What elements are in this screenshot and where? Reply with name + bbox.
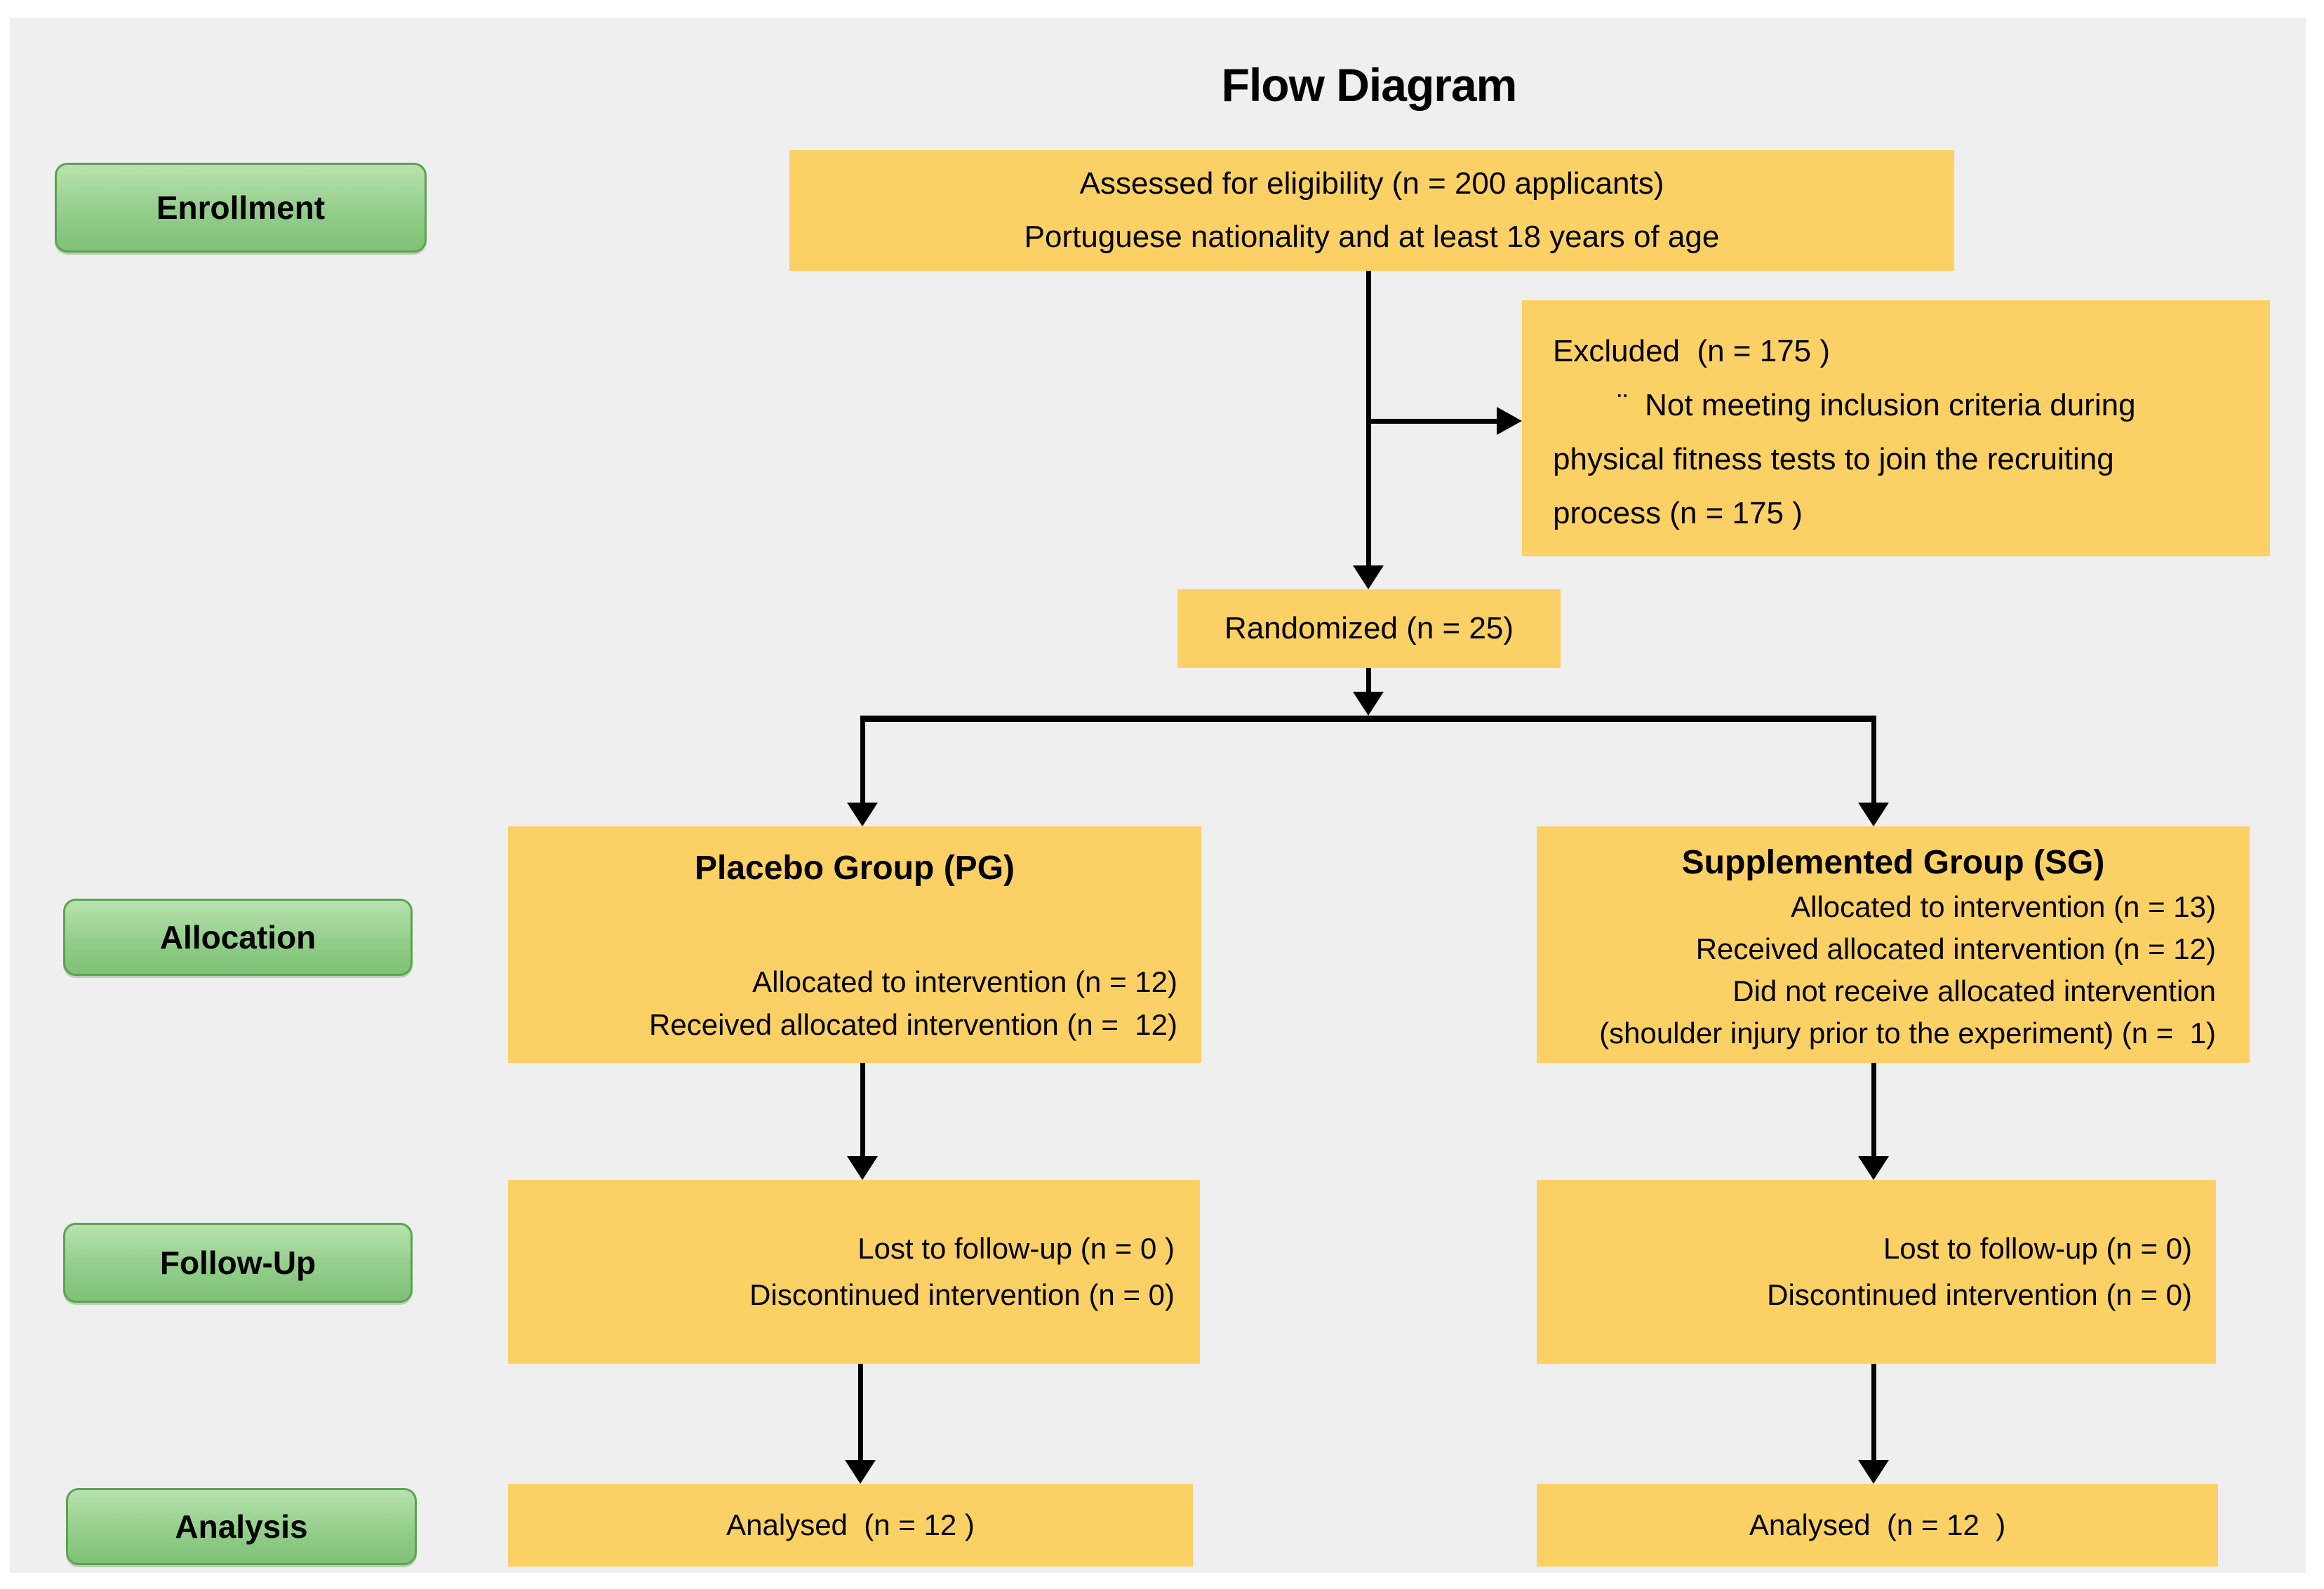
- arrowhead-into-branch: [1353, 692, 1384, 716]
- supplemented-line-2: Received allocated intervention (n = 12): [1695, 932, 2216, 965]
- connector-randomized-to-branch: [1366, 668, 1371, 695]
- excluded-line-4: process (n = 175 ): [1553, 496, 1803, 530]
- supplemented-followup-line-2: Discontinued intervention (n = 0): [1767, 1278, 2192, 1311]
- arrowhead-into-excluded: [1497, 407, 1522, 435]
- box-placebo-group: Placebo Group (PG) Allocated to interven…: [508, 826, 1201, 1063]
- excluded-line-3: physical fitness tests to join the recru…: [1553, 442, 2114, 476]
- box-excluded: Excluded (n = 175 ) ¨ Not meeting inclus…: [1522, 300, 2270, 556]
- excluded-line-2: ¨ Not meeting inclusion criteria during: [1617, 388, 2136, 422]
- arrowhead-into-placebo: [847, 803, 878, 826]
- box-placebo-analysis: Analysed (n = 12 ): [508, 1484, 1193, 1567]
- arrowhead-into-randomized: [1353, 565, 1384, 589]
- supplemented-line-1: Allocated to intervention (n = 13): [1791, 890, 2216, 923]
- connector-placebo-followup-to-analysis: [858, 1364, 863, 1462]
- supplemented-analysis-text: Analysed (n = 12 ): [1749, 1508, 2006, 1541]
- stage-label-allocation-text: Allocation: [159, 919, 316, 956]
- stage-label-followup: Follow-Up: [63, 1223, 413, 1303]
- arrowhead-into-supplemented: [1858, 803, 1889, 826]
- page-title: Flow Diagram: [1221, 59, 1518, 111]
- arrowhead-into-placebo-analysis: [845, 1460, 876, 1484]
- assessed-line-1: Assessed for eligibility (n = 200 applic…: [1079, 166, 1664, 201]
- box-randomized: Randomized (n = 25): [1177, 589, 1561, 668]
- supplemented-group-title: Supplemented Group (SG): [1681, 844, 2105, 881]
- box-supplemented-followup: Lost to follow-up (n = 0) Discontinued i…: [1537, 1180, 2216, 1364]
- excluded-line-1: Excluded (n = 175 ): [1553, 334, 1831, 368]
- placebo-followup-line-2: Discontinued intervention (n = 0): [749, 1278, 1175, 1311]
- arrowhead-into-placebo-followup: [847, 1156, 878, 1180]
- supplemented-line-3: Did not receive allocated intervention: [1732, 974, 2216, 1007]
- diagram-canvas: Flow Diagram Enrollment Allocation Follo…: [10, 18, 2306, 1573]
- box-supplemented-analysis: Analysed (n = 12 ): [1537, 1484, 2218, 1567]
- arrowhead-into-supplemented-followup: [1858, 1156, 1889, 1180]
- connector-to-excluded: [1368, 419, 1497, 424]
- supplemented-line-4: (shoulder injury prior to the experiment…: [1599, 1017, 2216, 1050]
- stage-label-enrollment: Enrollment: [55, 163, 427, 253]
- stage-label-followup-text: Follow-Up: [159, 1245, 316, 1281]
- box-supplemented-group: Supplemented Group (SG) Allocated to int…: [1537, 826, 2250, 1063]
- branch-horizontal-line: [860, 716, 1876, 722]
- connector-supplemented-to-followup: [1871, 1063, 1876, 1158]
- connector-branch-to-supplemented: [1871, 722, 1876, 805]
- supplemented-followup-line-1: Lost to follow-up (n = 0): [1883, 1232, 2192, 1265]
- connector-placebo-to-followup: [860, 1063, 865, 1158]
- stage-label-enrollment-text: Enrollment: [156, 189, 326, 226]
- randomized-text: Randomized (n = 25): [1224, 611, 1514, 645]
- placebo-analysis-text: Analysed (n = 12 ): [726, 1508, 975, 1541]
- placebo-group-lines: Allocated to intervention (n = 12) Recei…: [508, 960, 1201, 1046]
- placebo-line-2: Received allocated intervention (n = 12): [649, 1008, 1177, 1041]
- assessed-line-2: Portuguese nationality and at least 18 y…: [1024, 220, 1720, 254]
- placebo-line-1: Allocated to intervention (n = 12): [752, 965, 1177, 998]
- connector-supplemented-followup-to-analysis: [1871, 1364, 1876, 1462]
- supplemented-group-lines: Allocated to intervention (n = 13) Recei…: [1537, 886, 2250, 1054]
- connector-branch-to-placebo: [860, 722, 865, 805]
- stage-label-allocation: Allocation: [63, 899, 413, 976]
- box-placebo-followup: Lost to follow-up (n = 0 ) Discontinued …: [508, 1180, 1200, 1364]
- stage-label-analysis: Analysis: [66, 1488, 417, 1565]
- arrowhead-into-supplemented-analysis: [1858, 1460, 1889, 1484]
- stage-label-analysis-text: Analysis: [175, 1508, 308, 1545]
- placebo-followup-line-1: Lost to follow-up (n = 0 ): [857, 1232, 1175, 1265]
- placebo-group-title: Placebo Group (PG): [694, 850, 1015, 887]
- box-assessed-eligibility: Assessed for eligibility (n = 200 applic…: [789, 150, 1954, 271]
